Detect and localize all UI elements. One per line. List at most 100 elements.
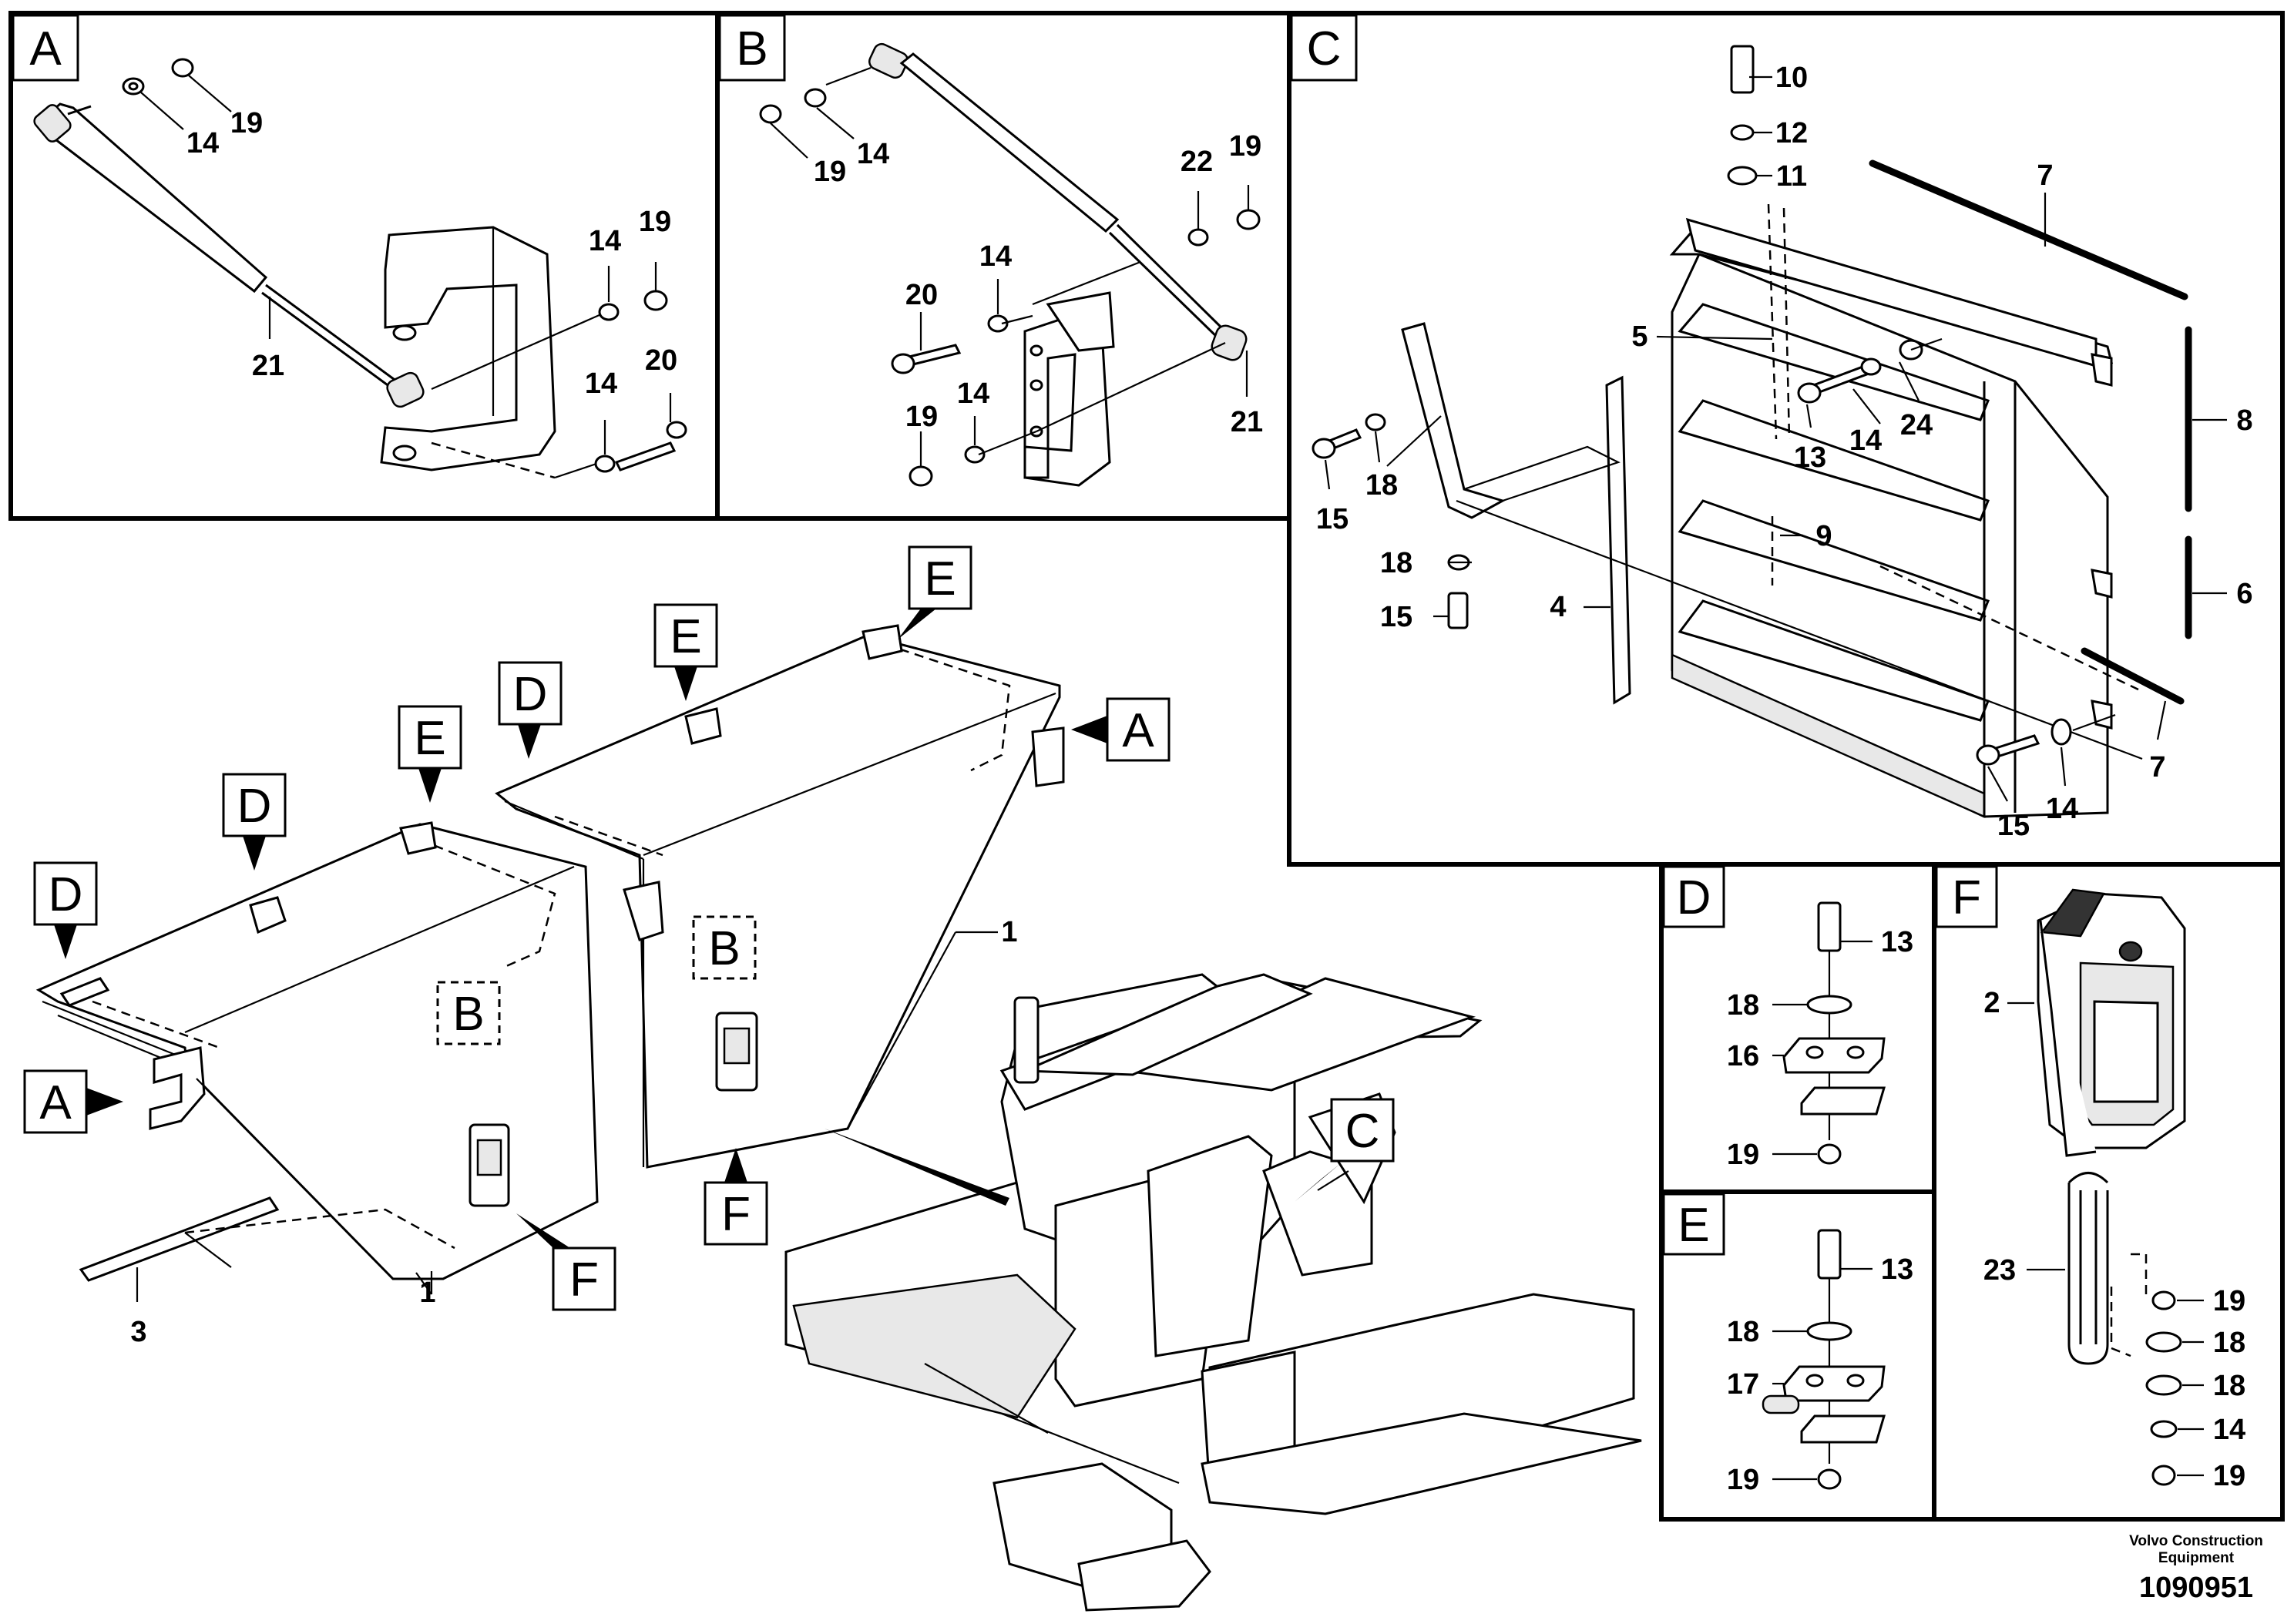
callout-e-2: E [653, 603, 718, 701]
detail-letter-label: E [1678, 1199, 1709, 1252]
panel-tag-f: F [1935, 865, 1998, 928]
detail-letter-label: E [414, 712, 445, 765]
gas-strut-a [33, 102, 425, 408]
brand-block: Volvo Construction Equipment 1090951 [2104, 1533, 2289, 1606]
part-number-label: 19 [2213, 1460, 2245, 1492]
bracket-a [380, 226, 556, 471]
seal-strip-3 [79, 1196, 280, 1282]
callout-f-1: F [516, 1213, 616, 1311]
detail-letter-label: C [1307, 22, 1342, 75]
part-number-label: 13 [1794, 441, 1826, 474]
part-number-label: 13 [1881, 926, 1913, 958]
panel-f-drawing: 2 23 19 18 18 14 19 [1983, 888, 2245, 1492]
nut-icon [171, 58, 194, 78]
part-number-label: 23 [1983, 1254, 2016, 1287]
part-number-label: 7 [2037, 159, 2053, 192]
detail-letter-label: D [49, 868, 83, 921]
detail-letter-label: E [924, 552, 956, 606]
part-number-label: 5 [1631, 320, 1647, 353]
callout-c: C [1330, 1098, 1395, 1163]
part-number-label: 19 [1229, 130, 1261, 163]
detail-letter-label: F [569, 1253, 599, 1307]
part-number-label: 9 [1815, 520, 1832, 552]
callout-b-right: B [692, 915, 757, 980]
part-number-label: 14 [589, 225, 621, 257]
part-number-label: 15 [1997, 810, 2030, 842]
brand-line-1: Volvo Construction [2129, 1533, 2263, 1549]
panel-tag-c: C [1290, 14, 1358, 82]
part-number-label: 6 [2236, 578, 2252, 610]
main-assembly: 1 1 3 A A B B C D [23, 545, 1642, 1612]
part-number-label: 20 [905, 279, 938, 311]
part-number-label: 19 [905, 401, 938, 433]
part-number-label: 14 [979, 240, 1012, 273]
u-pin-23 [2067, 1172, 2109, 1365]
part-number-label: 8 [2236, 404, 2252, 437]
panel-tag-a: A [12, 14, 79, 82]
part-number-label: 18 [2213, 1370, 2245, 1402]
part-number-label: 18 [2213, 1327, 2245, 1359]
part-number-label: 14 [1849, 424, 1882, 457]
part-number-label: 17 [1727, 1368, 1759, 1401]
part-number-label: 7 [2149, 751, 2165, 783]
pointer-arrow [1295, 1163, 1341, 1202]
part-number-label: 19 [639, 206, 671, 238]
side-door-right [495, 624, 1065, 1169]
callout-d-1: D [33, 861, 98, 959]
panel-c-drawing: 10 12 11 7 5 8 24 14 13 15 18 9 6 18 4 1… [1312, 45, 2253, 842]
rail-4 [1605, 375, 1631, 705]
part-number-label: 21 [252, 350, 284, 382]
part-number-label: 10 [1775, 62, 1808, 94]
part-number-label: 14 [957, 377, 989, 410]
part-number-label: 18 [1380, 547, 1412, 579]
part-number-label: 1 [419, 1277, 435, 1309]
drawing-number: 1090951 [2139, 1572, 2253, 1604]
part-number-label: 21 [1231, 406, 1263, 438]
part-number-label: 24 [1900, 409, 1933, 441]
detail-letter-label: E [670, 610, 701, 663]
part-number-label: 19 [230, 107, 263, 139]
part-number-label: 20 [645, 344, 677, 377]
detail-letter-label: C [1345, 1105, 1380, 1158]
detail-frames [8, 11, 2285, 1522]
louvre-grille [1669, 217, 2114, 818]
seal-strip-7-top [1869, 159, 2188, 300]
part-number-label: 18 [1727, 1316, 1759, 1348]
part-number-label: 22 [1181, 146, 1213, 178]
part-number-label: 3 [130, 1316, 146, 1348]
panel-e-drawing: 13 18 17 19 [1727, 1229, 1913, 1496]
panel-f-frame [1932, 862, 2285, 1522]
part-number-label: 19 [1727, 1139, 1759, 1171]
panel-d-drawing: 13 18 16 19 [1727, 901, 1913, 1171]
callout-e-1: E [398, 705, 462, 803]
part-number-label: 4 [1550, 591, 1566, 623]
part-number-label: 11 [1776, 160, 1807, 193]
part-number-label: 19 [814, 156, 846, 188]
panel-tag-e: E [1662, 1193, 1725, 1256]
brand-line-2: Equipment [2158, 1550, 2235, 1566]
detail-letter-label: F [1952, 871, 1981, 924]
part-number-label: 19 [1727, 1464, 1759, 1496]
part-number-label: 12 [1775, 117, 1808, 149]
part-number-label: 2 [1983, 987, 2000, 1019]
panel-tag-d: D [1662, 865, 1725, 928]
callout-a-right: A [1071, 697, 1171, 762]
detail-letter-label: B [708, 922, 740, 975]
panel-a-drawing: 14 19 21 14 19 14 20 [33, 58, 687, 479]
callout-d-2: D [222, 773, 287, 871]
part-number-label: 13 [1881, 1253, 1913, 1286]
part-number-label: 1 [1001, 916, 1017, 948]
callout-f-2: F [704, 1148, 768, 1246]
side-door-left [35, 821, 599, 1280]
detail-letter-label: F [721, 1188, 751, 1241]
callout-b-left: B [436, 981, 501, 1045]
part-number-label: 16 [1727, 1040, 1759, 1072]
bracket-b [1023, 291, 1115, 487]
detail-letter-label: A [1122, 704, 1154, 757]
paver-machine [784, 973, 1642, 1612]
detail-letter-label: D [513, 668, 548, 721]
panel-a-frame [8, 11, 720, 521]
pointer-arrow [825, 1129, 1009, 1206]
detail-letter-label: B [452, 988, 484, 1041]
